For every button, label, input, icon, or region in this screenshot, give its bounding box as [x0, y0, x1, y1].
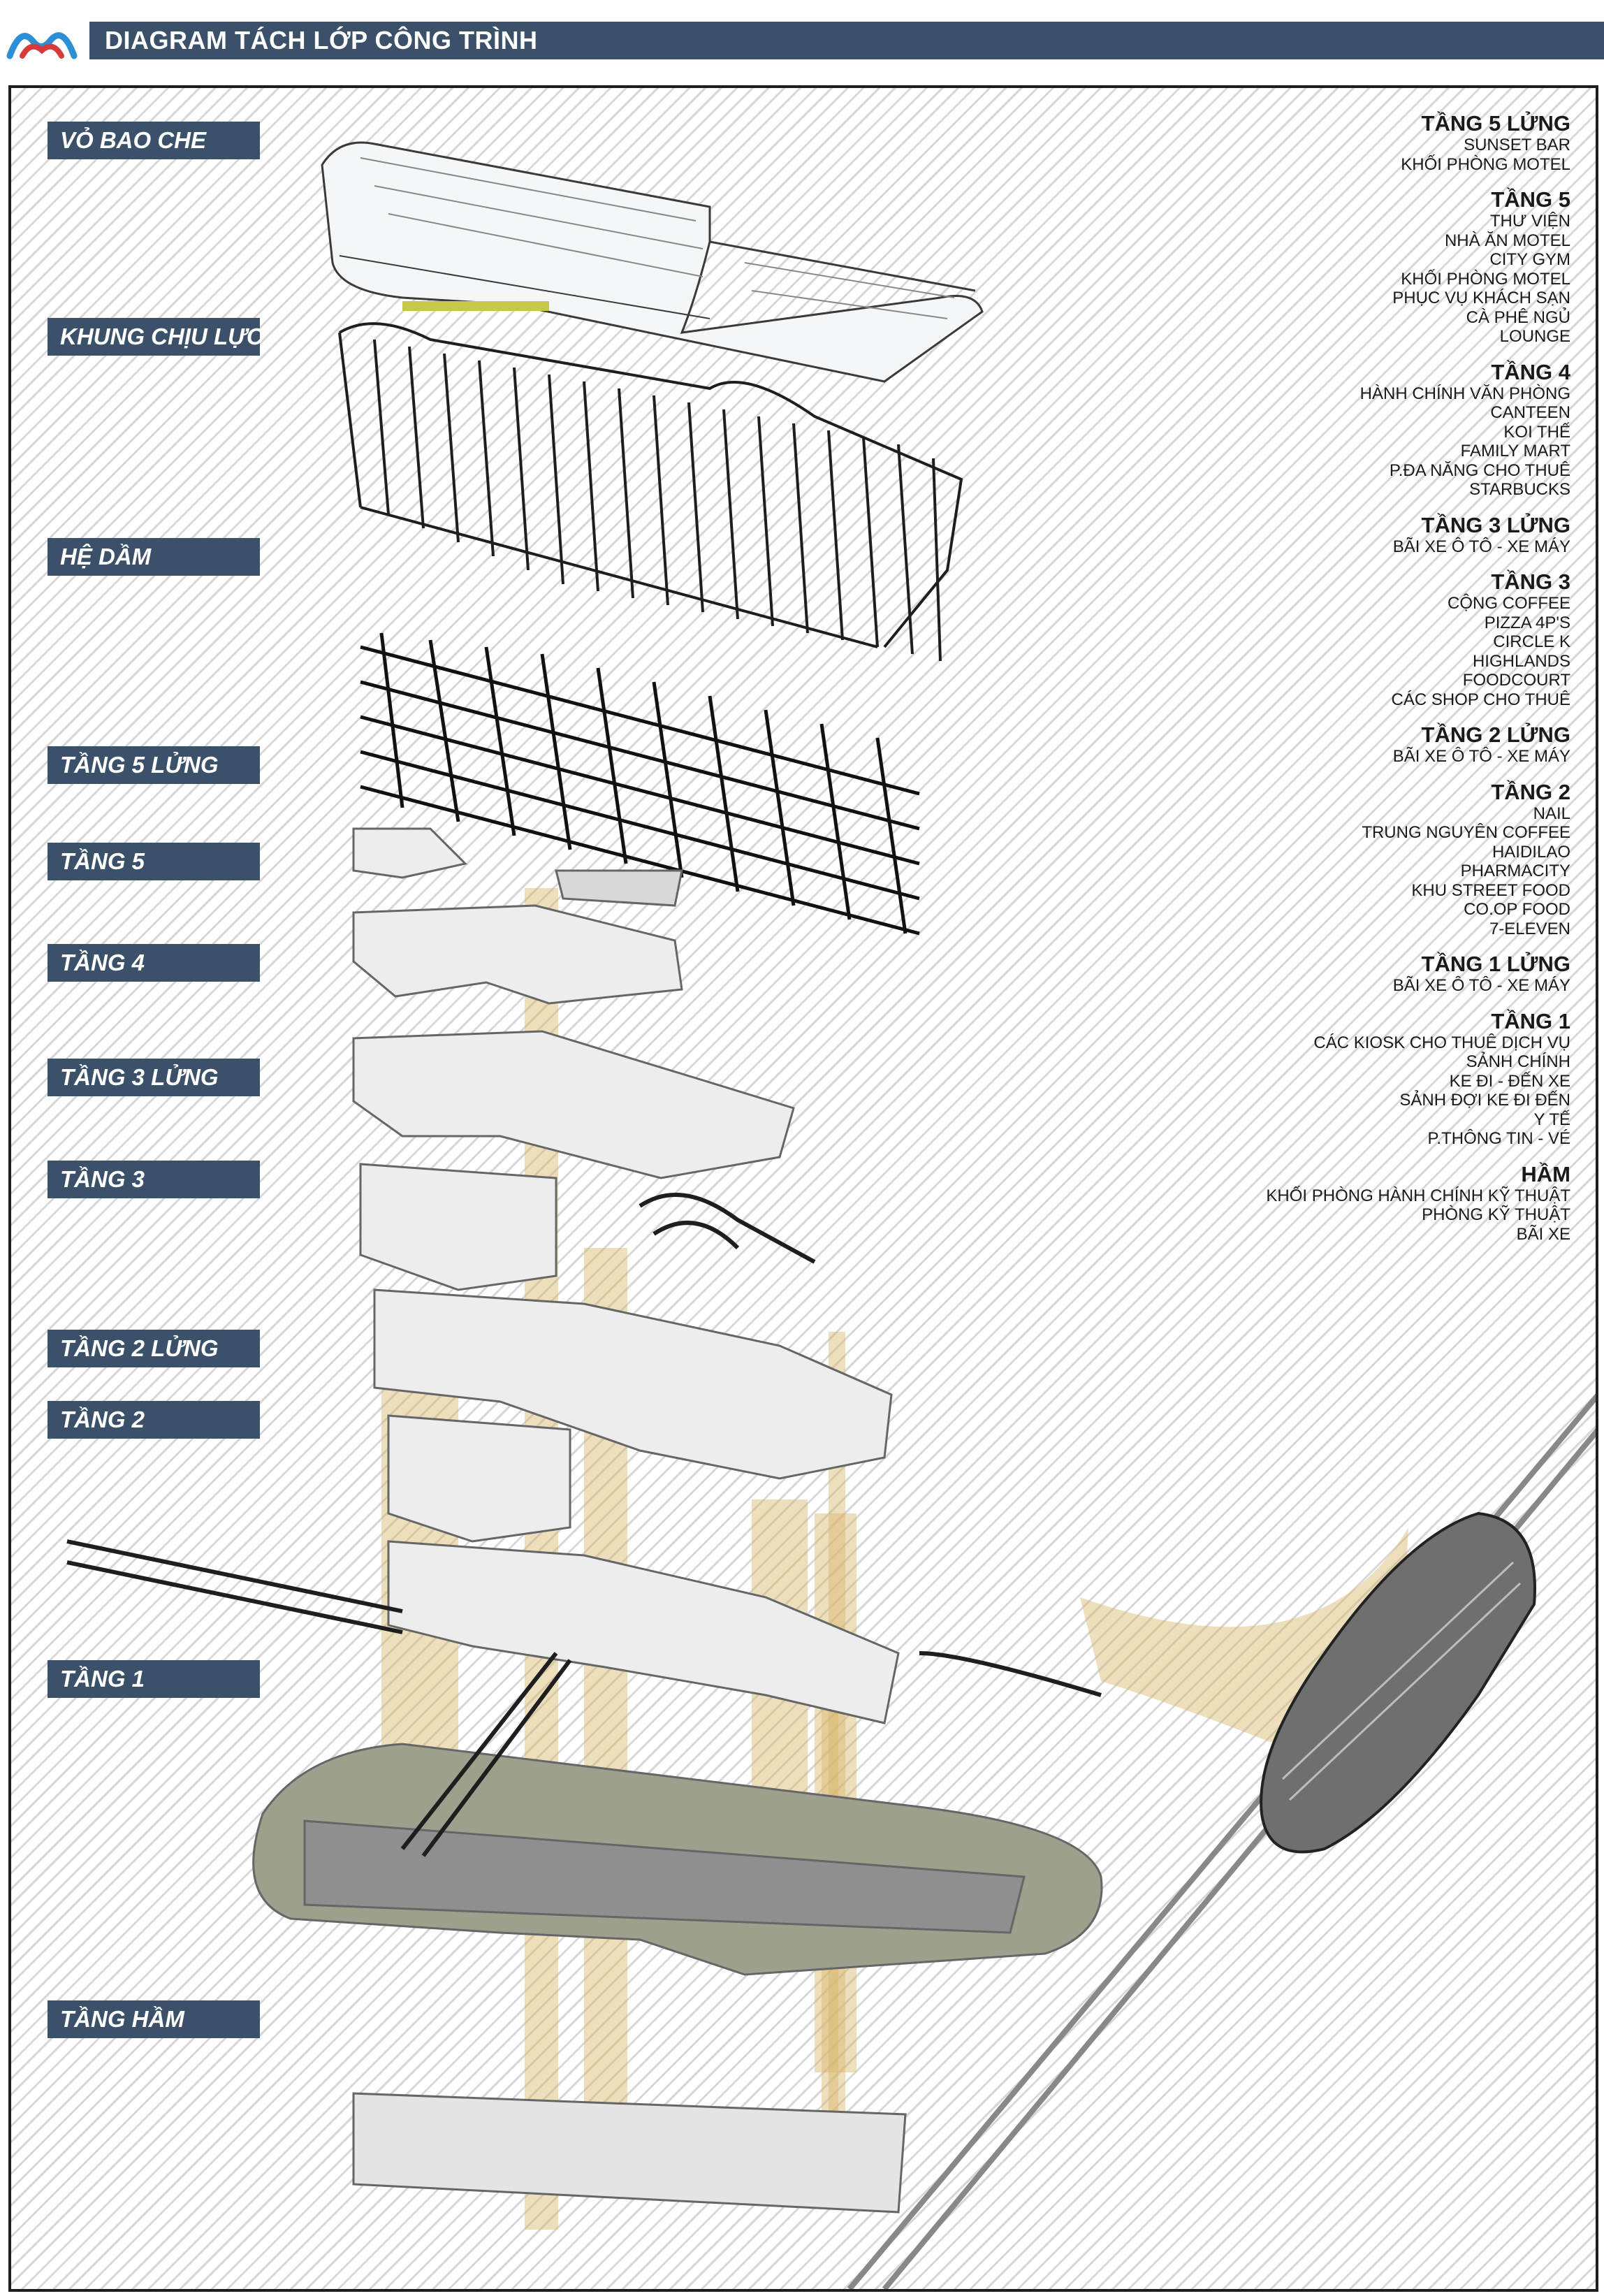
building-envelope — [321, 141, 984, 383]
program-group-title: TẦNG 3 LỬNG — [1421, 512, 1570, 537]
program-item: HAIDILAO — [1492, 842, 1570, 862]
program-item: PHARMACITY — [1460, 862, 1570, 880]
program-item: KOI THẾ — [1503, 422, 1570, 442]
logo — [6, 32, 78, 59]
layer-label: KHUNG CHỊU LỰC — [48, 318, 263, 356]
layer-label: TẦNG 3 — [48, 1161, 260, 1198]
exploded-axonometric-drawing — [66, 141, 1596, 2289]
program-group: TẦNG 4 HÀNH CHÍNH VĂN PHÒNG CANTEEN KOI … — [1266, 359, 1570, 500]
program-item: STARBUCKS — [1469, 480, 1570, 499]
program-item: KE ĐI - ĐẾN XE — [1449, 1071, 1570, 1091]
layer-label: TẦNG 2 LỬNG — [48, 1330, 260, 1367]
program-item: PHỤC VỤ KHÁCH SẠN — [1392, 289, 1570, 307]
program-item: KHU STREET FOOD — [1411, 880, 1570, 900]
program-item: KHỐI PHÒNG MOTEL — [1401, 269, 1570, 289]
program-item: BÃI XE Ô TÔ - XE MÁY — [1392, 537, 1570, 556]
program-item: SẢNH ĐỢI KE ĐI ĐẾN — [1399, 1091, 1570, 1110]
program-item: BÃI XE Ô TÔ - XE MÁY — [1392, 976, 1570, 995]
program-item: CANTEEN — [1490, 403, 1570, 422]
program-item: THƯ VIỆN — [1489, 212, 1570, 231]
title-bar: DIAGRAM TÁCH LỚP CÔNG TRÌNH — [89, 22, 1604, 59]
program-group-title: TẦNG 2 — [1491, 779, 1570, 804]
program-item: Y TẾ — [1533, 1110, 1570, 1129]
program-item: NHÀ ĂN MOTEL — [1444, 231, 1570, 250]
program-group: TẦNG 1 LỬNG BÃI XE Ô TÔ - XE MÁY — [1266, 952, 1570, 996]
program-item: SẢNH CHÍNH — [1466, 1052, 1570, 1071]
program-group: TẦNG 5 LỬNG SUNSET BAR KHỐI PHÒNG MOTEL — [1266, 112, 1570, 174]
program-group-title: TẦNG 5 — [1491, 187, 1570, 212]
header: DIAGRAM TÁCH LỚP CÔNG TRÌNH — [0, 0, 1604, 77]
program-item: CIRCLE K — [1493, 632, 1570, 651]
diagram-frame: VỎ BAO CHE KHUNG CHỊU LỰC HỆ DẦM TẦNG 5 … — [8, 85, 1598, 2292]
layer-label: TẦNG 2 — [48, 1401, 260, 1439]
layer-label: TẦNG 4 — [48, 944, 260, 982]
program-group: TẦNG 3 LỬNG BÃI XE Ô TÔ - XE MÁY — [1266, 512, 1570, 557]
program-item: KHỐI PHÒNG HÀNH CHÍNH KỸ THUẬT — [1266, 1186, 1570, 1205]
program-item: 7-ELEVEN — [1489, 919, 1570, 938]
program-item: PHÒNG KỸ THUẬT — [1422, 1205, 1570, 1224]
program-item: KHỐI PHÒNG MOTEL — [1401, 154, 1570, 174]
program-item: CÀ PHÊ NGỦ — [1466, 307, 1570, 327]
program-item: PIZZA 4P'S — [1484, 613, 1570, 632]
program-group-title: TẦNG 3 — [1491, 569, 1570, 594]
program-item: BÃI XE Ô TÔ - XE MÁY — [1392, 747, 1570, 766]
layer-label: HỆ DẦM — [48, 538, 260, 576]
program-group: HẦM KHỐI PHÒNG HÀNH CHÍNH KỸ THUẬT PHÒNG… — [1266, 1161, 1570, 1244]
layer-label: TẦNG 1 — [48, 1660, 260, 1698]
page-title: DIAGRAM TÁCH LỚP CÔNG TRÌNH — [105, 26, 538, 55]
beam-system — [360, 632, 920, 936]
program-item: LOUNGE — [1499, 327, 1570, 346]
program-group: TẦNG 2 LỬNG BÃI XE Ô TÔ - XE MÁY — [1266, 723, 1570, 766]
program-group-title: HẦM — [1521, 1161, 1570, 1186]
program-item: TRUNG NGUYÊN COFFEE — [1362, 823, 1570, 842]
program-item: FOODCOURT — [1462, 671, 1570, 690]
program-group-title: TẦNG 1 LỬNG — [1421, 952, 1570, 976]
program-item: CỘNG COFFEE — [1447, 594, 1570, 613]
program-item: CÁC KIOSK CHO THUÊ DỊCH VỤ — [1313, 1033, 1570, 1052]
program-group-title: TẦNG 5 LỬNG — [1421, 111, 1570, 136]
program-item: CITY GYM — [1489, 250, 1570, 269]
program-item: CO.OP FOOD — [1464, 900, 1570, 919]
program-item: CÁC SHOP CHO THUÊ — [1391, 690, 1571, 709]
program-group: TẦNG 5 THƯ VIỆN NHÀ ĂN MOTEL CITY GYM KH… — [1266, 188, 1570, 347]
program-item: HÀNH CHÍNH VĂN PHÒNG — [1359, 384, 1570, 403]
layer-label: TẦNG 5 — [48, 843, 260, 880]
program-group-title: TẦNG 1 — [1491, 1008, 1570, 1033]
layer-label: TẦNG 3 LỬNG — [48, 1059, 260, 1096]
pedestrian-bridges — [66, 1193, 1102, 1857]
floor-plates — [252, 827, 1103, 2214]
program-item: P.THÔNG TIN - VÉ — [1427, 1129, 1570, 1148]
layer-label: TẦNG HẦM — [48, 2000, 260, 2038]
program-group-title: TẦNG 4 — [1491, 359, 1570, 384]
structural-frame — [338, 322, 963, 662]
program-item: SUNSET BAR — [1464, 136, 1570, 154]
layer-label: VỎ BAO CHE — [48, 122, 260, 159]
program-item: HIGHLANDS — [1472, 651, 1570, 671]
program-item: NAIL — [1533, 804, 1570, 823]
program-group: TẦNG 2 NAIL TRUNG NGUYÊN COFFEE HAIDILAO… — [1266, 780, 1570, 939]
program-group: TẦNG 3 CỘNG COFFEE PIZZA 4P'S CIRCLE K H… — [1266, 569, 1571, 709]
metro-station — [847, 1393, 1596, 2289]
program-group: TẦNG 1 CÁC KIOSK CHO THUÊ DỊCH VỤ SẢNH C… — [1266, 1008, 1570, 1149]
layer-label: TẦNG 5 LỬNG — [48, 746, 260, 784]
program-item: FAMILY MART — [1460, 442, 1570, 460]
program-item: P.ĐA NĂNG CHO THUÊ — [1389, 460, 1570, 480]
program-item: BÃI XE — [1516, 1224, 1570, 1244]
program-group-title: TẦNG 2 LỬNG — [1421, 722, 1570, 747]
program-list: TẦNG 5 LỬNG SUNSET BAR KHỐI PHÒNG MOTEL … — [1266, 112, 1570, 1258]
